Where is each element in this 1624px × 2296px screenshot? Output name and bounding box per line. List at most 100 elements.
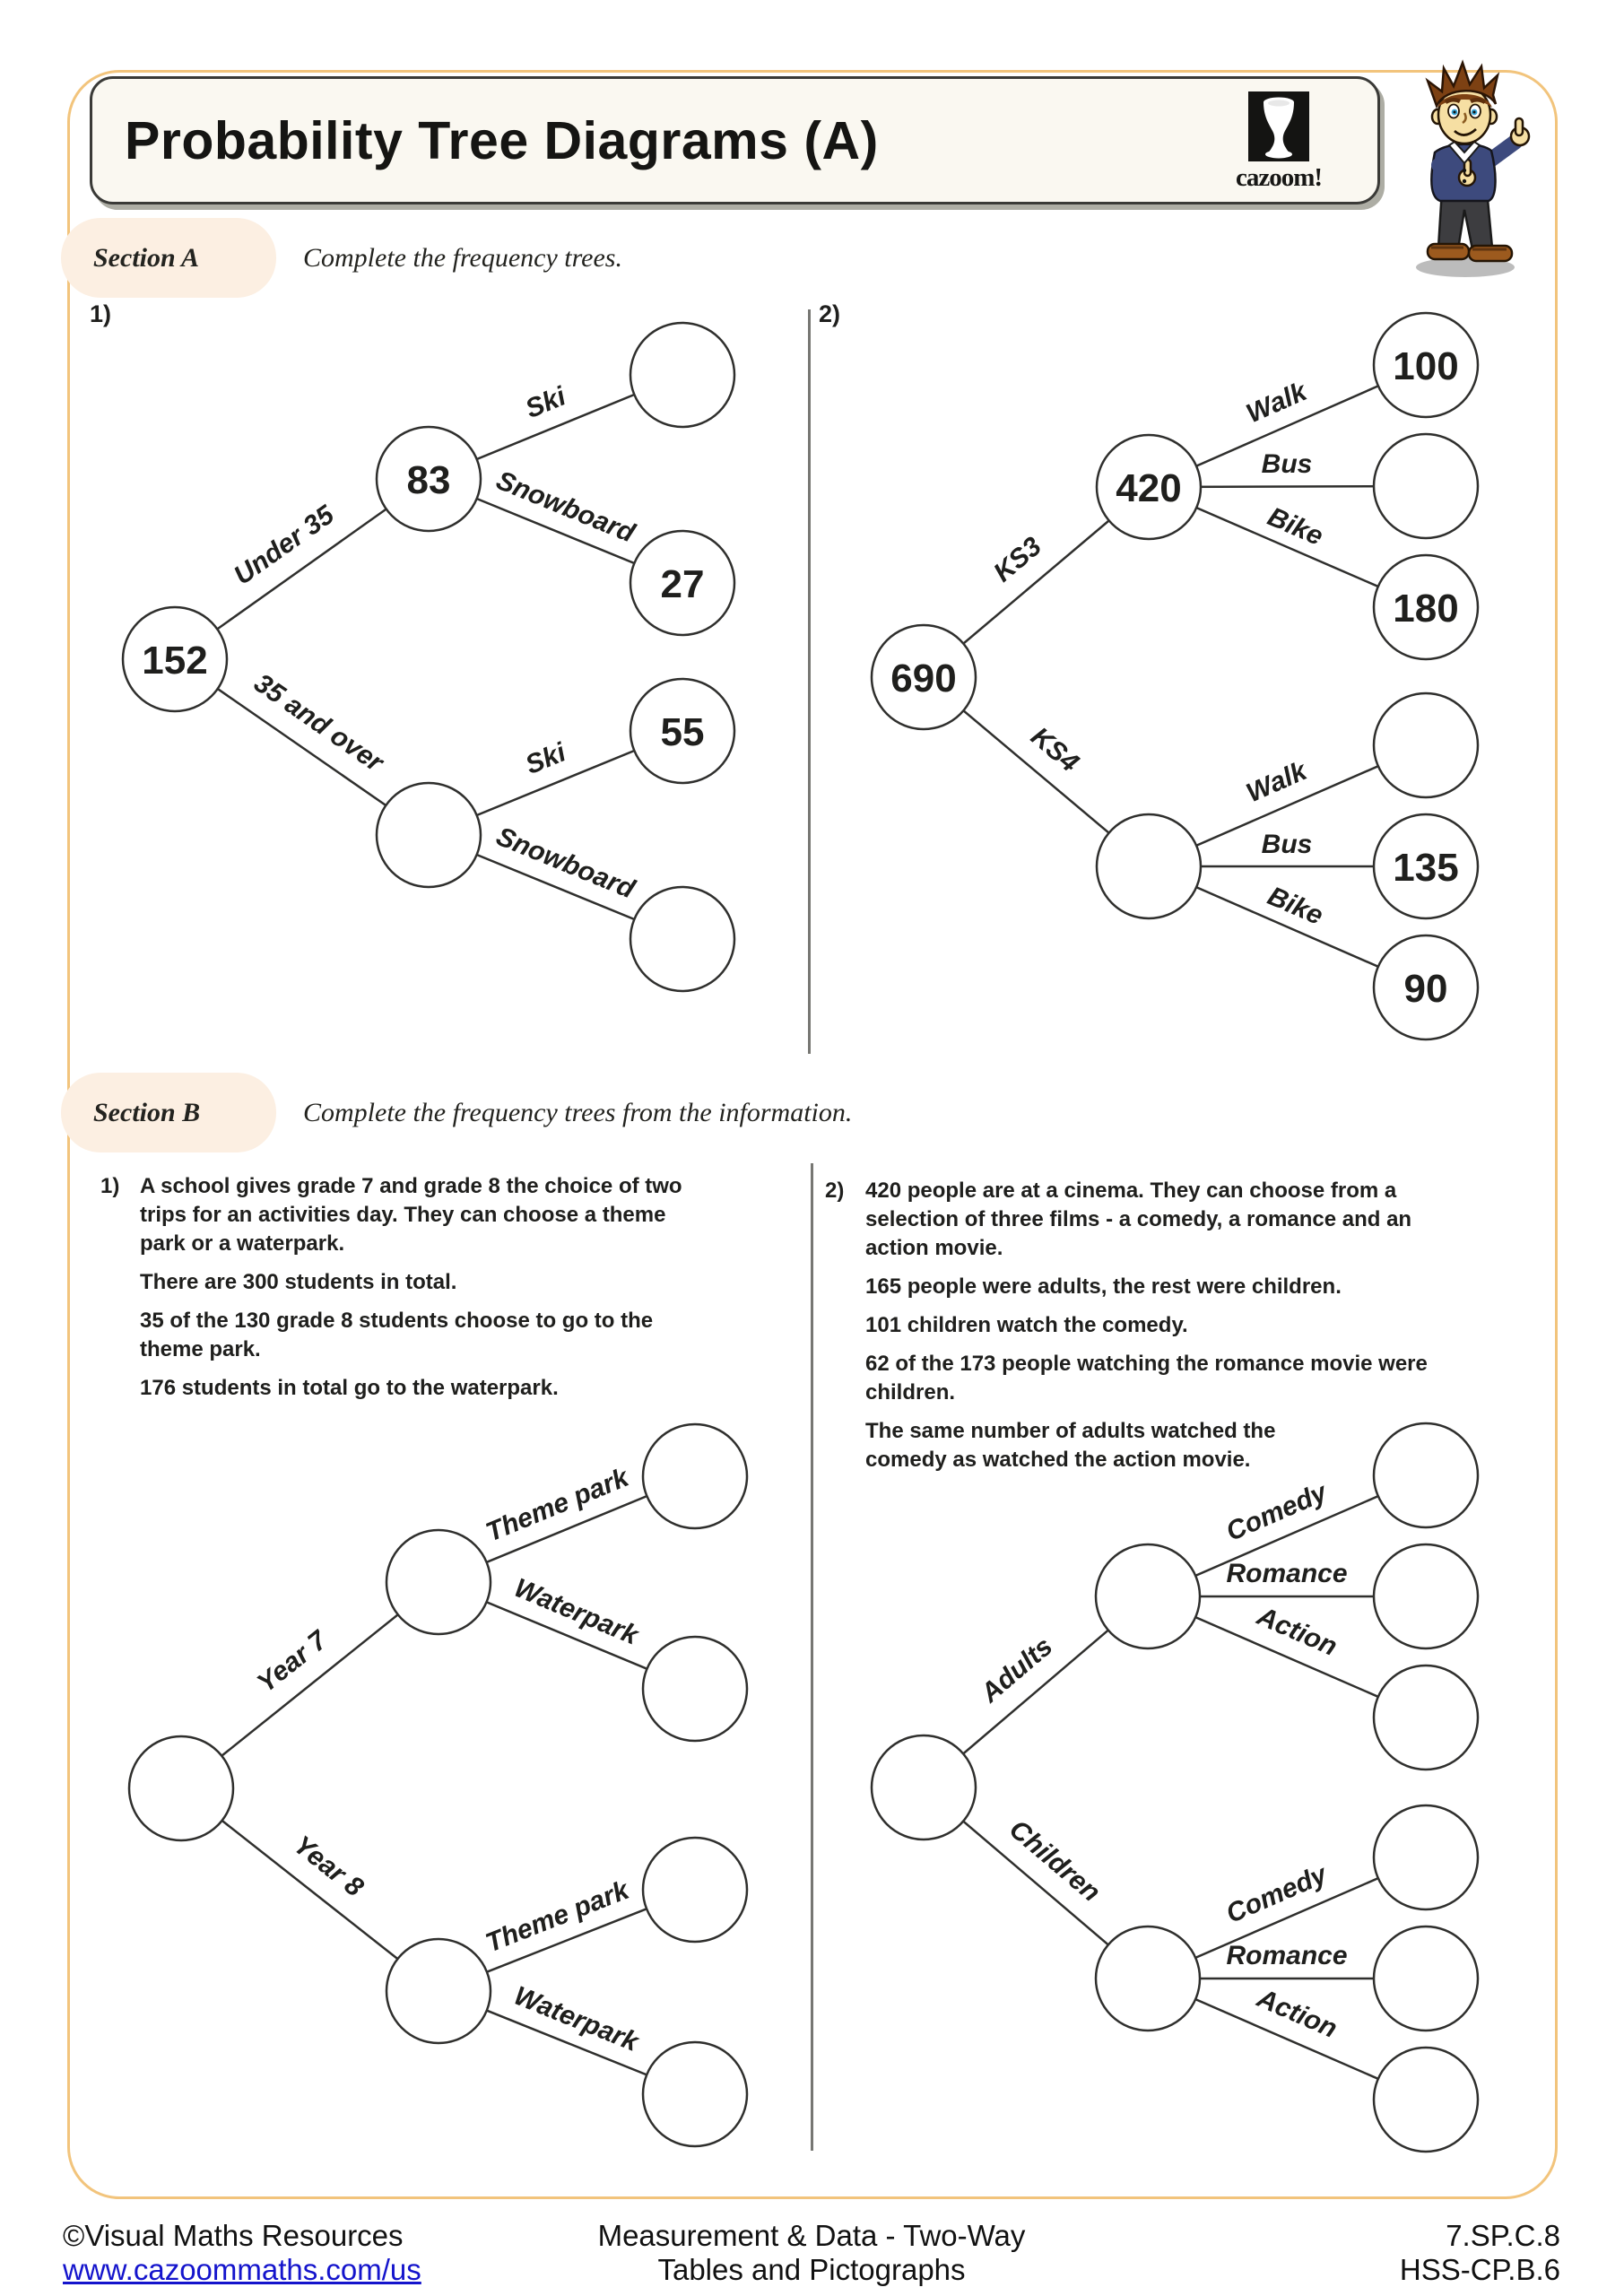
title-box: Probability Tree Diagrams (A) [90,76,1380,204]
problem-text-line: 165 people were adults, the rest were ch… [865,1274,1342,1299]
frequency-circle [1372,432,1480,540]
frequency-circle [629,321,736,429]
problem-text-line: A school gives grade 7 and grade 8 the c… [140,1174,682,1198]
question-number: 1) [90,300,111,327]
tree-a2: 69042010018013590KS3KS4WalkBusBikeWalkBu… [819,300,1480,1041]
question-number: 2) [819,300,840,327]
footer-right: 7.SP.C.8 HSS-CP.B.6 [1157,2219,1560,2287]
problem-paragraph: 62 of the 173 people watching the romanc… [865,1350,1428,1407]
node-value: 420 [1116,466,1181,510]
node-value: 152 [142,639,207,683]
section-a-column-divider [808,309,811,1054]
frequency-circle [1094,1925,1202,2032]
frequency-circle [870,1734,977,1841]
frequency-circle [121,605,229,713]
eyebrow [1444,98,1462,104]
section-b-column-divider [811,1163,813,2151]
branch-label: Bus [1262,449,1313,479]
frequency-circle [629,529,736,637]
node-value: 100 [1393,344,1458,388]
problem-paragraph: A school gives grade 7 and grade 8 the c… [140,1172,682,1258]
page-title: Probability Tree Diagrams (A) [125,110,879,170]
hair-fringe [1437,94,1492,108]
nose [1462,112,1467,125]
branch-label: 35 and over [248,668,390,778]
frequency-circle [127,1735,235,1842]
thumb [1514,117,1524,137]
section-b-pill: Section B [61,1073,276,1152]
problem-text-line: 62 of the 173 people watching the romanc… [865,1352,1428,1376]
branch-label: Bike [1264,881,1327,930]
node-value: 180 [1393,587,1458,631]
topic-line-2: Tables and Pictographs [657,2253,966,2286]
problem-text-line: The same number of adults watched the [865,1419,1276,1443]
node-value: 55 [661,710,705,754]
eyebrow [1469,98,1487,104]
node-value: 27 [661,562,705,606]
problem-text-line: park or a waterpark. [140,1231,345,1256]
branch-label: Theme park [482,1874,634,1958]
spiky-hair [1425,59,1500,109]
frequency-circle [385,1937,492,2045]
copyright-text: ©Visual Maths Resources [63,2219,404,2252]
problem-text-line: action movie. [865,1236,1003,1260]
front-arm-sleeve [1431,158,1467,188]
section-a-instruction: Complete the frequency trees. [303,242,622,273]
frequency-circle [641,1836,749,1944]
branch-label: Ski [521,737,570,780]
pupil [1453,110,1456,114]
branch-label: Ski [521,381,570,424]
button [1462,178,1467,184]
problem-text-line: theme park. [140,1337,261,1361]
problem-paragraph: 420 people are at a cinema. They can cho… [865,1177,1428,1263]
problem-text-line: 35 of the 130 grade 8 students choose to… [140,1309,654,1333]
branch-label: Comedy [1222,1859,1333,1929]
frequency-circle [641,1422,749,1530]
problem-text-line: 420 people are at a cinema. They can cho… [865,1178,1397,1203]
frequency-circle [1372,1925,1480,2032]
problem-1-text: A school gives grade 7 and grade 8 the c… [140,1172,682,1413]
frequency-circle [1372,311,1480,419]
frequency-circle [1372,1664,1480,1771]
problem-paragraph: 101 children watch the comedy. [865,1311,1428,1340]
node-value: 690 [890,657,956,700]
problem-text-line: trips for an activities day. They can ch… [140,1203,666,1227]
standard-code-2: HSS-CP.B.6 [1399,2253,1560,2286]
frequency-circle [1372,813,1480,920]
problem-paragraph: 176 students in total go to the waterpar… [140,1374,682,1403]
smile [1454,127,1477,136]
website-link[interactable]: www.cazoommaths.com/us [63,2253,421,2286]
frequency-circle [870,623,977,731]
branch-line [180,1787,439,1992]
frequency-circle [375,781,482,889]
branch-label: Walk [1242,377,1312,430]
frequency-circle [1372,553,1480,661]
node-value: 83 [407,458,451,502]
branch-label: Bike [1264,501,1327,551]
problem-1-number: 1) [100,1174,120,1198]
section-b-label: Section B [93,1097,201,1127]
tree-b2: AdultsChildrenComedyRomanceActionComedyR… [870,1422,1480,2153]
branch-label: Under 35 [229,500,341,591]
frequency-circle [1372,1422,1480,1529]
frequency-circle [1372,1543,1480,1650]
problem-text-line: There are 300 students in total. [140,1270,457,1294]
cartoon-boy-mascot [1416,59,1531,277]
branch-label: Action [1252,1983,1342,2044]
node-value: 90 [1404,967,1448,1011]
branch-line [180,1581,439,1789]
branch-label: Romance [1226,1941,1347,1970]
standard-code-1: 7.SP.C.8 [1446,2219,1560,2252]
problem-text-line: children. [865,1380,956,1405]
problem-paragraph: 165 people were adults, the rest were ch… [865,1273,1428,1301]
frequency-circle [1094,1543,1202,1650]
problem-text-line: 176 students in total go to the waterpar… [140,1376,559,1400]
problem-text-line: selection of three films - a comedy, a r… [865,1207,1412,1231]
frequency-circle [1372,691,1480,799]
frequency-circle [1095,813,1203,920]
footer-center: Measurement & Data - Two-Way Tables and … [498,2219,1125,2287]
branch-label: Comedy [1222,1477,1333,1547]
branch-label: Romance [1226,1559,1347,1588]
